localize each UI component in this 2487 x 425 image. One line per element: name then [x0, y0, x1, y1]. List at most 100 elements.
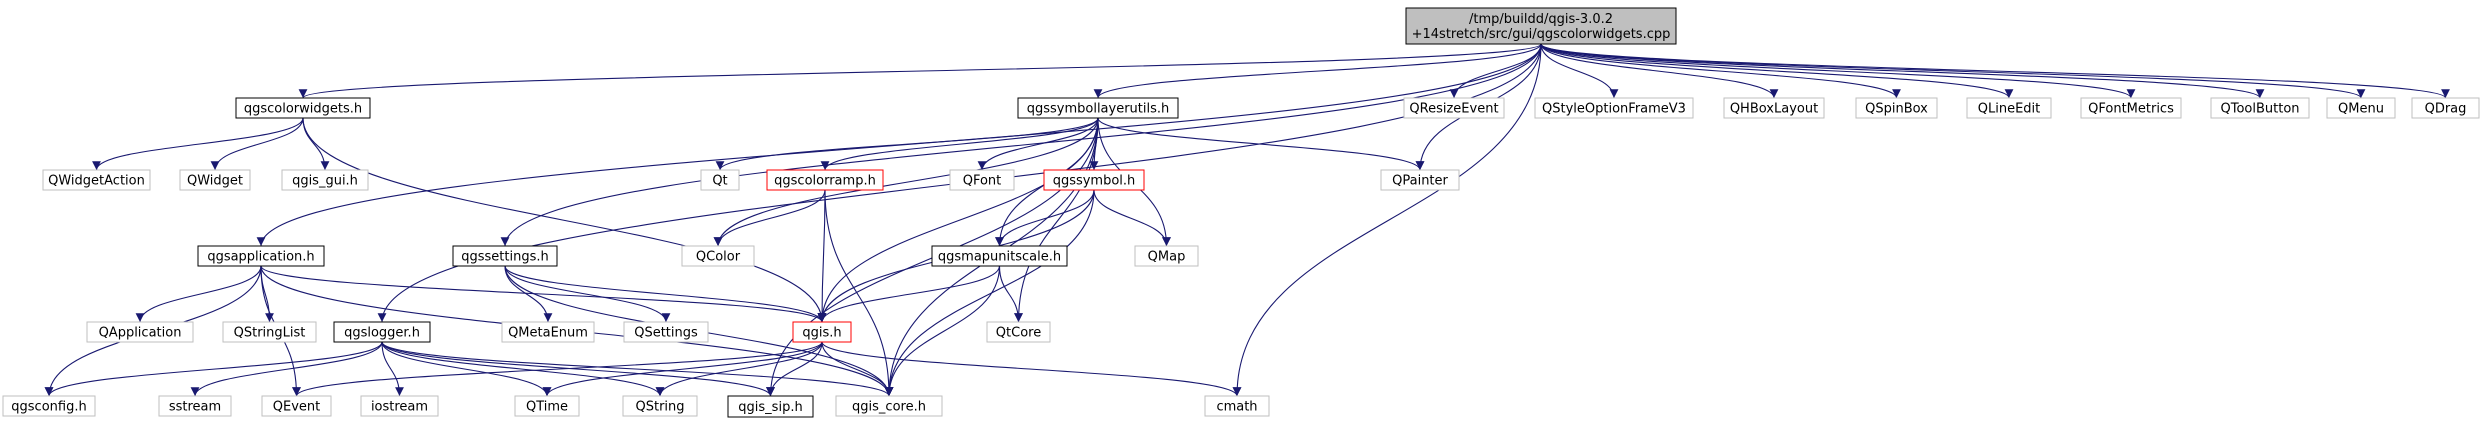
edge-root-to-qgscolorwidgets-h: [299, 43, 1542, 99]
edge-qgslogger-h-to-iostream: [381, 341, 404, 397]
node-box: [931, 245, 1068, 267]
node-qgis-sip-h[interactable]: qgis_sip.h: [727, 395, 814, 418]
edge-qgssymbollayerutils-h-to-qgis-h: [817, 117, 1099, 323]
node-qgsconfig-h: qgsconfig.h: [2, 395, 96, 417]
node-label: qgssymbollayerutils.h: [1027, 102, 1170, 117]
edge-qgssymbol-h-to-qgsmapunitscale-h: [995, 189, 1095, 247]
edge-root-to-qfontmetrics: [1540, 43, 2136, 99]
node-box: [835, 395, 943, 417]
edge-root-to-qgssettings-h: [500, 43, 1542, 247]
node-qresizeevent: QResizeEvent: [1403, 97, 1505, 119]
node-box: [360, 395, 439, 417]
node-label: QLineEdit: [1978, 102, 2041, 117]
edge-root-to-qresizeevent: [1449, 43, 1542, 99]
node-qgssymbollayerutils-h[interactable]: qgssymbollayerutils.h: [1017, 97, 1179, 119]
node-box: [281, 169, 369, 191]
node-qgssymbol-h[interactable]: qgssymbol.h: [1043, 169, 1145, 191]
edge-qgis-h-to-cmath: [821, 341, 1242, 397]
node-qgslogger-h[interactable]: qgslogger.h: [333, 321, 431, 343]
node-box: [1855, 97, 1938, 119]
edge-qgssettings-h-to-qgis-h: [504, 265, 827, 323]
edge-qgssymbol-h-to-qmap: [1093, 189, 1171, 247]
node-box: [623, 321, 709, 343]
node-qtime: QTime: [514, 395, 580, 417]
edge-qgslogger-h-to-qtime: [381, 341, 552, 397]
node-box: [2, 395, 96, 417]
edge-qgssymbollayerutils-h-to-qpainter: [1097, 117, 1425, 171]
node-label: qgis_sip.h: [738, 400, 802, 415]
node-box: [452, 245, 558, 267]
node-qpainter: QPainter: [1380, 169, 1460, 191]
node-box: [158, 395, 232, 417]
edge-root-to-qlineedit: [1540, 43, 2014, 99]
node-qmetaenum: QMetaEnum: [501, 321, 595, 343]
edge-qgsapplication-h-to-qapplication: [135, 265, 262, 323]
edge-qgis-h-to-qgis-sip-h: [766, 341, 823, 397]
node-box: [2326, 97, 2396, 119]
node-label: qgis_gui.h: [292, 174, 358, 189]
node-box: [1134, 245, 1199, 267]
node-label: QString: [635, 400, 684, 415]
node-label: qgssettings.h: [461, 250, 549, 265]
edge-qgssymbollayerutils-h-to-qtcore: [1014, 117, 1099, 323]
edge-qgsmapunitscale-h-to-qtcore: [998, 265, 1023, 323]
node-sstream: sstream: [158, 395, 232, 417]
node-label: qgsmapunitscale.h: [938, 250, 1061, 265]
node-label: QWidgetAction: [48, 174, 145, 189]
node-label: QStyleOptionFrameV3: [1542, 102, 1686, 117]
edge-qgssymbollayerutils-h-to-qt: [715, 117, 1099, 171]
node-box: [949, 169, 1015, 191]
node-label: QTime: [526, 400, 568, 415]
edge-qgis-h-to-qstring: [655, 341, 823, 397]
node-qstringlist: QStringList: [222, 321, 317, 343]
node-label: QFontMetrics: [2088, 102, 2174, 117]
node-box: [333, 321, 431, 343]
edge-root-to-qspinbox: [1540, 43, 1901, 99]
node-box: [1043, 169, 1145, 191]
node-qgsapplication-h[interactable]: qgsapplication.h: [197, 245, 325, 267]
node-root[interactable]: /tmp/buildd/qgis-3.0.2+14stretch/src/gui…: [1405, 7, 1677, 45]
node-qtoolbutton: QToolButton: [2210, 97, 2310, 119]
edge-root-to-qmenu: [1540, 43, 2366, 99]
node-box: [792, 321, 852, 343]
edge-qgsapplication-h-to-qgis-h: [260, 265, 827, 323]
edge-qgslogger-h-to-qstring: [381, 341, 665, 397]
edge-qgscolorramp-h-to-qgis-h: [817, 189, 827, 323]
edge-root-to-qgssymbollayerutils-h: [1093, 43, 1542, 99]
node-box: [2411, 97, 2480, 119]
node-label: QMetaEnum: [508, 326, 588, 341]
node-label: QtCore: [996, 326, 1041, 341]
edge-qgssymbollayerutils-h-to-qgscolorramp-h: [820, 117, 1099, 171]
node-qspinbox: QSpinBox: [1855, 97, 1938, 119]
edge-qgslogger-h-to-sstream: [190, 341, 383, 397]
node-label: QToolButton: [2220, 102, 2299, 117]
edge-qgscolorwidgets-h-to-qgis-gui-h: [302, 117, 330, 171]
node-box: [42, 169, 151, 191]
node-qwidget: QWidget: [179, 169, 251, 191]
node-box: [261, 395, 332, 417]
node-label: sstream: [169, 400, 221, 415]
edge-root-to-qstyleoptionframev3: [1540, 43, 1619, 99]
edge-qgsmapunitscale-h-to-qgis-h: [817, 265, 1001, 323]
node-qlineedit: QLineEdit: [1966, 97, 2052, 119]
node-qgsmapunitscale-h[interactable]: qgsmapunitscale.h: [931, 245, 1068, 267]
node-qtcore: QtCore: [986, 321, 1051, 343]
edge-qgis-h-to-qevent: [292, 341, 823, 397]
node-qgscolorramp-h[interactable]: qgscolorramp.h: [766, 169, 884, 191]
node-label: QWidget: [187, 174, 243, 189]
edge-qgslogger-h-to-qgis-sip-h: [381, 341, 775, 397]
node-qgis-h[interactable]: qgis.h: [792, 321, 852, 343]
node-qmap: QMap: [1134, 245, 1199, 267]
edge-qgssymbollayerutils-h-to-qcolor: [713, 117, 1099, 247]
node-qgis-core-h: qgis_core.h: [835, 395, 943, 417]
node-label: QResizeEvent: [1409, 102, 1498, 117]
node-label: QSpinBox: [1865, 102, 1928, 117]
node-box: [1017, 97, 1179, 119]
node-box: [235, 97, 371, 119]
node-qgscolorwidgets-h[interactable]: qgscolorwidgets.h: [235, 97, 371, 119]
edge-layer: [44, 43, 2450, 397]
node-qgssettings-h[interactable]: qgssettings.h: [452, 245, 558, 267]
node-qgis-gui-h: qgis_gui.h: [281, 169, 369, 191]
node-qwidgetaction: QWidgetAction: [42, 169, 151, 191]
